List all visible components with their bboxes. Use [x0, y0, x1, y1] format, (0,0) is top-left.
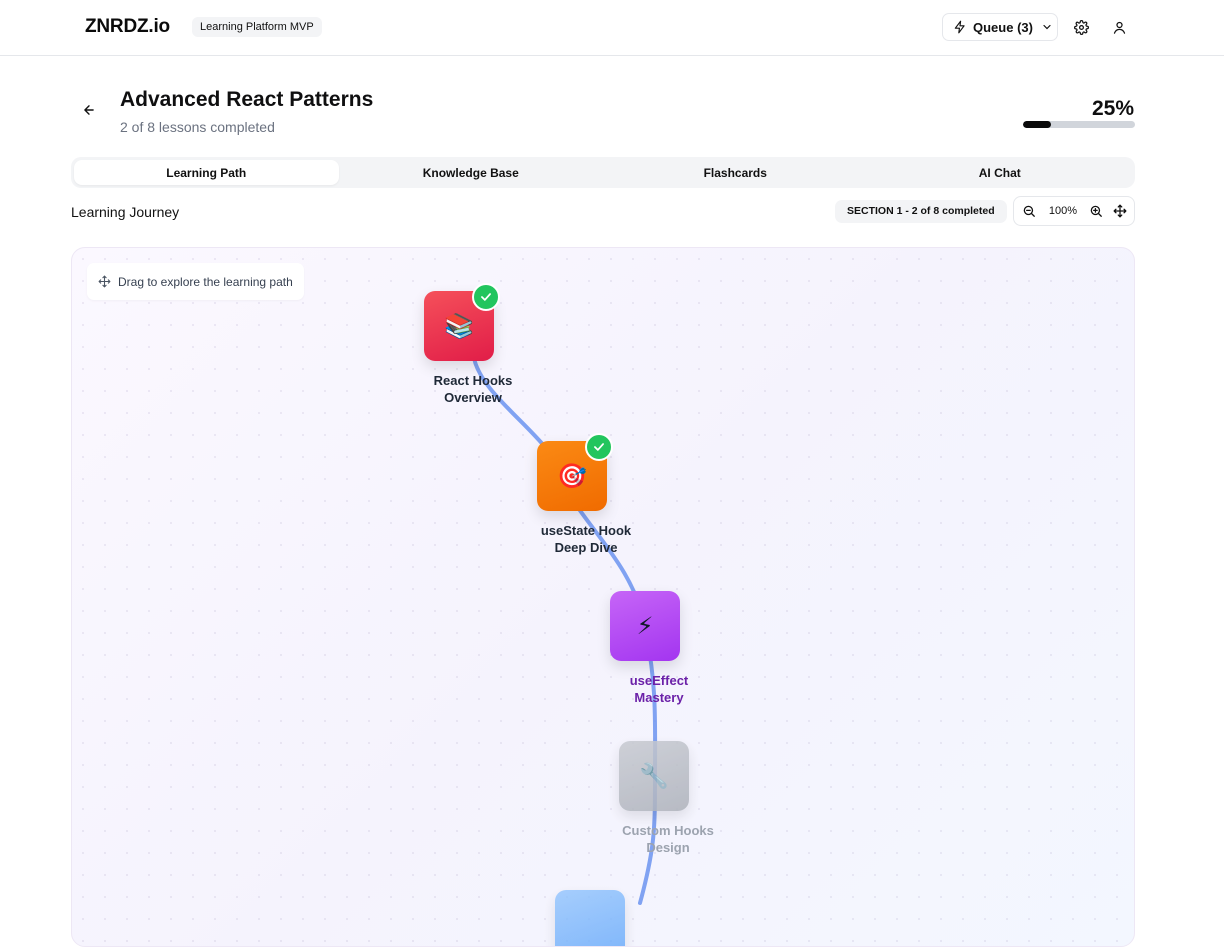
drag-hint: Drag to explore the learning path	[87, 263, 304, 300]
top-navbar: ZNRDZ.io Learning Platform MVP Queue (3)	[0, 0, 1224, 56]
zoom-out-button[interactable]	[1021, 203, 1037, 219]
gear-icon	[1073, 19, 1089, 35]
lesson-node-next[interactable]	[555, 890, 625, 946]
learning-path-canvas[interactable]: Drag to explore the learning path 📚 Reac…	[71, 247, 1135, 947]
chevron-down-icon	[1043, 24, 1051, 30]
wrench-icon: 🔧	[639, 762, 669, 790]
course-title: Advanced React Patterns	[120, 88, 374, 111]
progress-bar	[1023, 121, 1135, 128]
section-status-badge: SECTION 1 - 2 of 8 completed	[835, 200, 1007, 223]
back-button[interactable]	[80, 101, 98, 119]
zoom-controls: 100%	[1013, 196, 1135, 226]
tab-flashcards[interactable]: Flashcards	[703, 165, 767, 180]
lesson-title[interactable]: React Hooks Overview	[433, 373, 513, 405]
zoom-out-icon	[1023, 205, 1035, 217]
zoom-in-icon	[1090, 205, 1102, 217]
user-menu-button[interactable]	[1109, 17, 1129, 37]
course-tabs: Learning Path Knowledge Base Flashcards …	[71, 157, 1135, 188]
zoom-level: 100%	[1048, 205, 1078, 217]
zoom-in-button[interactable]	[1088, 203, 1104, 219]
drag-hint-text: Drag to explore the learning path	[118, 274, 293, 289]
progress-percentage: 25%	[1091, 97, 1134, 120]
pan-button[interactable]	[1112, 203, 1128, 219]
platform-badge: Learning Platform MVP	[192, 17, 322, 37]
lesson-title[interactable]: Custom Hooks Design	[622, 823, 714, 855]
lesson-title[interactable]: useEffect Mastery	[629, 673, 689, 705]
arrow-left-icon	[84, 105, 94, 115]
lesson-node-custom-hooks-design[interactable]: 🔧	[619, 741, 689, 811]
queue-button[interactable]: Queue (3)	[942, 13, 1058, 41]
settings-button[interactable]	[1071, 17, 1091, 37]
tab-learning-path[interactable]: Learning Path	[74, 160, 339, 185]
lesson-node-useeffect-mastery[interactable]: ⚡	[610, 591, 680, 661]
move-icon	[1113, 204, 1127, 218]
progress-bar-fill	[1023, 121, 1051, 128]
learning-journey-heading: Learning Journey	[71, 204, 180, 220]
user-icon	[1113, 21, 1125, 34]
target-icon: 🎯	[557, 462, 587, 490]
tab-knowledge-base[interactable]: Knowledge Base	[422, 165, 519, 180]
queue-label: Queue (3)	[973, 19, 1033, 35]
lightning-icon	[954, 20, 965, 34]
lesson-title[interactable]: useState Hook Deep Dive	[540, 523, 632, 555]
tab-ai-chat[interactable]: AI Chat	[978, 165, 1021, 180]
move-icon	[98, 275, 111, 288]
lightning-icon: ⚡	[636, 612, 654, 640]
completed-check-icon	[585, 433, 613, 461]
completed-check-icon	[472, 283, 500, 311]
course-progress-summary: 2 of 8 lessons completed	[120, 119, 275, 135]
brand-logo[interactable]: ZNRDZ.io	[85, 16, 170, 37]
books-icon: 📚	[444, 312, 474, 340]
